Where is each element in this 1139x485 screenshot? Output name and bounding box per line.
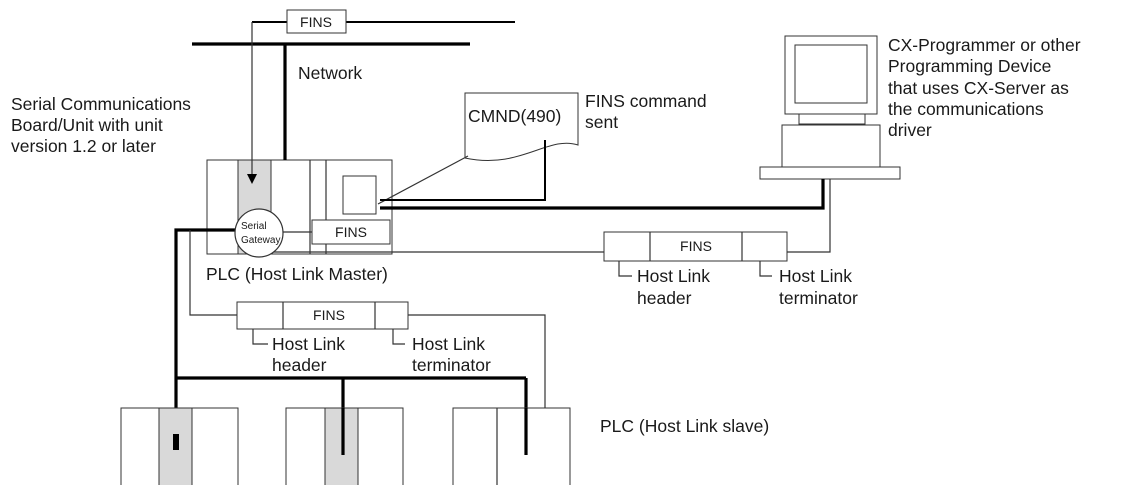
arrow-frame-to-slave [408,314,550,454]
cmnd-leader [377,155,469,205]
plc-slave-1-port [173,434,179,450]
fins-packet-top: FINS [286,9,347,34]
plc-slave-3 [452,407,571,485]
fins-command-sent-label: FINS command sent [585,91,711,132]
host-link-frame-lower: FINS [236,301,409,330]
gateway-serial-line [174,228,240,378]
cpu-unit-icon [342,175,377,215]
serial-gateway-label-1: Serial [241,221,267,232]
host-link-terminator-right-label: Host Link terminator [779,266,858,308]
network-label: Network [298,63,362,83]
document-drop-line [380,140,546,201]
terminator-leader-right [759,261,772,277]
plc-slave-label: PLC (Host Link slave) [600,416,769,436]
pc-to-plc-line [380,179,825,210]
fins-right-frame-label: FINS [680,238,712,254]
host-link-header-right-label: Host Link header [637,266,715,308]
header-leader-lower [252,329,268,345]
computer-icon [759,35,901,180]
plc-slave-1 [120,407,239,485]
cmnd-document [464,92,579,162]
fins-top-label: FINS [300,14,332,30]
cx-programmer-label: CX-Programmer or other Programming Devic… [888,35,1085,140]
serial-board-label: Serial Communications Board/Unit with un… [11,94,196,156]
serial-gateway: Serial Gateway [234,208,284,258]
terminator-leader-lower [392,329,405,345]
serial-gateway-label-2: Gateway [241,235,280,246]
host-link-frame-right: FINS [603,231,788,262]
fins-in-plc: FINS [311,219,391,245]
fins-lower-frame-label: FINS [313,307,345,323]
cmnd-label: CMND(490) [468,106,561,126]
header-leader-right [618,261,632,277]
fins-in-plc-label: FINS [335,224,367,240]
host-link-terminator-lower-label: Host Link terminator [412,334,491,375]
gateway-to-lower-frame [189,230,237,316]
host-link-header-lower-label: Host Link header [272,334,350,375]
plc-master-label: PLC (Host Link Master) [206,264,388,284]
